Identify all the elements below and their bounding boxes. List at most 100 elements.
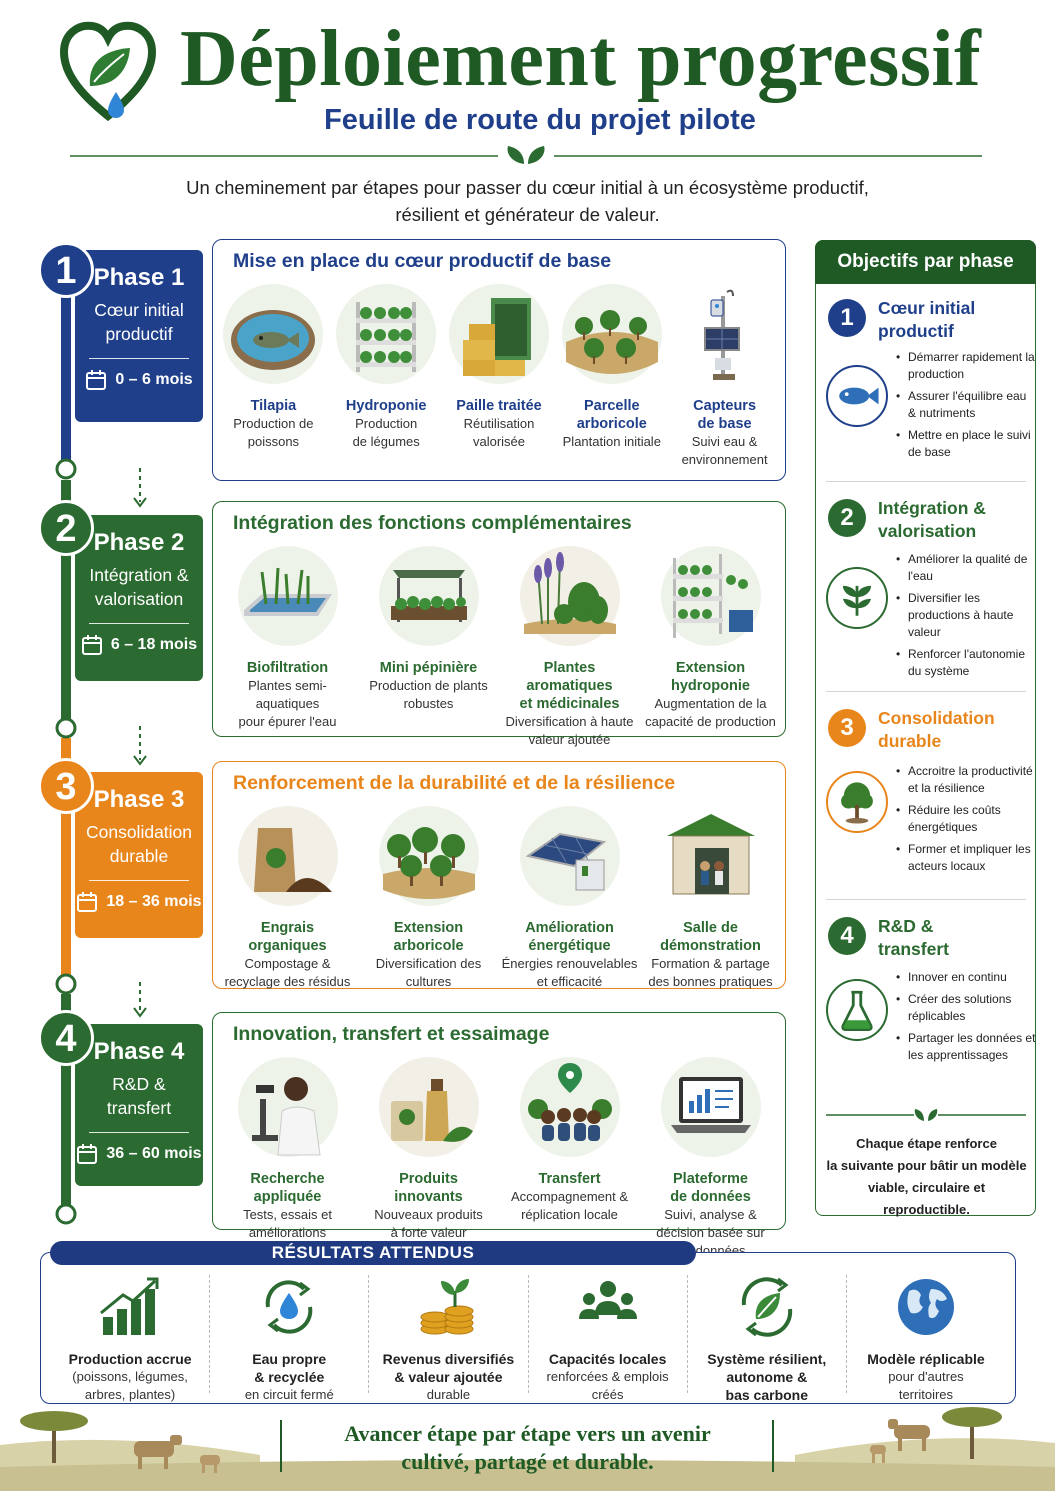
item-name: Capteurs de base bbox=[668, 397, 781, 433]
item-desc-line: Suivi eau & bbox=[691, 434, 758, 449]
item-name-line: Extension bbox=[393, 920, 464, 936]
phase-4-title: Phase 4 bbox=[93, 1038, 185, 1065]
item-name-line: arboricole bbox=[393, 938, 464, 954]
item-desc: Accompagnement &réplication locale bbox=[500, 1188, 640, 1224]
growth-chart-icon bbox=[100, 1277, 159, 1335]
objective-point: Renforcer l'autonomie du système bbox=[896, 646, 1036, 680]
objective-point: Démarrer rapidement la production bbox=[896, 349, 1036, 383]
item-desc-line: Énergies renouvelables bbox=[501, 956, 638, 971]
item-name-line: Capteurs bbox=[693, 398, 757, 414]
intro-line-1: Un cheminement par étapes pour passer du… bbox=[186, 177, 869, 198]
result-title: Revenus diversifiés& valeur ajoutée bbox=[369, 1350, 527, 1386]
item-name-line: Tilapia bbox=[250, 398, 297, 414]
phase-1-item: Paille traitée Réutilisation valorisée bbox=[443, 282, 556, 469]
objective-point: Former et impliquer les acteurs locaux bbox=[896, 841, 1036, 875]
item-name: Extension arboricole bbox=[359, 919, 499, 955]
phase-3-separator bbox=[89, 880, 189, 881]
eco-cycle-icon bbox=[741, 1277, 792, 1337]
result-title-line: Revenus diversifiés bbox=[382, 1351, 515, 1367]
objective-title-line: durable bbox=[878, 731, 942, 751]
result-item: Eau propre& recyclée en circuit fermé bbox=[210, 1275, 370, 1402]
phase-3-duration: 18 – 36 mois bbox=[75, 891, 203, 913]
phase-1-subtitle-line-2: productif bbox=[105, 324, 173, 344]
phase-4-subtitle-line-2: transfert bbox=[106, 1098, 172, 1118]
phase-3-item: Engrais organiques Compostage &recyclage … bbox=[218, 804, 358, 991]
item-desc: Suivi eau & environnement bbox=[668, 433, 781, 469]
objectives-panel: Objectifs par phase 1 Cœur initial produ… bbox=[815, 240, 1036, 1217]
phase-3-subtitle: Consolidation durable bbox=[75, 820, 203, 868]
objective-separator bbox=[826, 481, 1026, 482]
phase-1-title: Phase 1 bbox=[93, 264, 185, 291]
phase-2-duration: 6 – 18 mois bbox=[75, 634, 203, 656]
objective-title-line: productif bbox=[878, 321, 954, 341]
result-desc-line: créés bbox=[591, 1387, 624, 1402]
item-name-line: Produits bbox=[399, 1171, 458, 1187]
item-desc-line: pour épurer l'eau bbox=[238, 714, 337, 729]
result-desc-line: en circuit fermé bbox=[244, 1387, 334, 1402]
results-panel: Production accrue (poissons, légumes,arb… bbox=[40, 1252, 1016, 1404]
item-desc-line: Suivi, analyse & bbox=[664, 1207, 757, 1222]
item-name-line: Amélioration bbox=[525, 920, 614, 936]
result-title: Production accrue bbox=[51, 1350, 209, 1368]
item-name-line: Transfert bbox=[538, 1171, 601, 1187]
objective-title: Intégration & valorisation bbox=[878, 497, 986, 543]
item-name-line: hydroponie bbox=[671, 678, 750, 694]
item-desc-line: poissons bbox=[247, 434, 300, 449]
item-name-line: de base bbox=[697, 416, 752, 432]
item-name-line: arboricole bbox=[576, 416, 647, 432]
phase-4-subtitle: R&D & transfert bbox=[75, 1072, 203, 1120]
phase-1-heading: Mise en place du cœur productif de base bbox=[233, 250, 612, 272]
fish-icon bbox=[826, 365, 888, 427]
leaf-divider bbox=[70, 146, 982, 164]
phase-1-duration-label: 0 – 6 mois bbox=[115, 371, 193, 388]
phase-4-duration: 36 – 60 mois bbox=[75, 1143, 203, 1165]
item-name-line: appliquée bbox=[253, 1189, 322, 1205]
objective-point: Partager les données et les apprentissag… bbox=[896, 1030, 1036, 1064]
objective-number: 2 bbox=[828, 499, 866, 537]
item-desc-line: cultures bbox=[405, 974, 452, 989]
item-desc-line: des bonnes pratiques bbox=[648, 974, 773, 989]
phase-3-subtitle-line-1: Consolidation bbox=[85, 822, 193, 842]
item-name-line: Engrais bbox=[260, 920, 315, 936]
result-title-line: Production accrue bbox=[68, 1351, 192, 1367]
phase-1-card: Phase 1 Cœur initial productif 0 – 6 moi… bbox=[75, 250, 203, 422]
phase-1-panel: Mise en place du cœur productif de base … bbox=[212, 239, 786, 481]
item-desc-line: améliorations bbox=[248, 1225, 327, 1240]
item-desc-line: environnement bbox=[681, 452, 768, 467]
item-desc-line: Production de bbox=[233, 416, 314, 431]
hydroponic-rack-icon bbox=[336, 284, 437, 384]
item-desc: Compostage &recyclage des résidus bbox=[218, 955, 358, 991]
item-desc-line: valorisée bbox=[472, 434, 525, 449]
objective-point: Diversifier les productions à haute vale… bbox=[896, 590, 1036, 641]
item-name-line: Paille traitée bbox=[456, 398, 542, 414]
phase-2-duration-label: 6 – 18 mois bbox=[110, 636, 198, 653]
compost-icon bbox=[237, 806, 338, 906]
closing-bar-right bbox=[772, 1420, 774, 1472]
objective-title-line: R&D & bbox=[878, 916, 934, 936]
objective-title: Cœur initial productif bbox=[878, 297, 975, 343]
microscope-icon bbox=[237, 1057, 338, 1157]
item-name-line: et médicinales bbox=[519, 696, 620, 712]
herbs-icon bbox=[519, 546, 620, 646]
item-name-line: organiques bbox=[248, 938, 327, 954]
phase-1-item: Capteurs de base Suivi eau & environnement bbox=[668, 282, 781, 469]
objective-list: Améliorer la qualité de l'eau Diversifie… bbox=[896, 551, 1036, 685]
item-name-line: Biofiltration bbox=[246, 660, 329, 676]
result-item: Système résilient,autonome &bas carbone bbox=[688, 1275, 847, 1403]
objective-point: Réduire les coûts énergétiques bbox=[896, 802, 1036, 836]
products-icon bbox=[378, 1057, 479, 1157]
item-desc-line: Réutilisation bbox=[463, 416, 535, 431]
heart-leaf-logo bbox=[59, 21, 157, 122]
objective-title: Consolidation durable bbox=[878, 707, 995, 753]
item-name-line: Extension bbox=[675, 660, 746, 676]
